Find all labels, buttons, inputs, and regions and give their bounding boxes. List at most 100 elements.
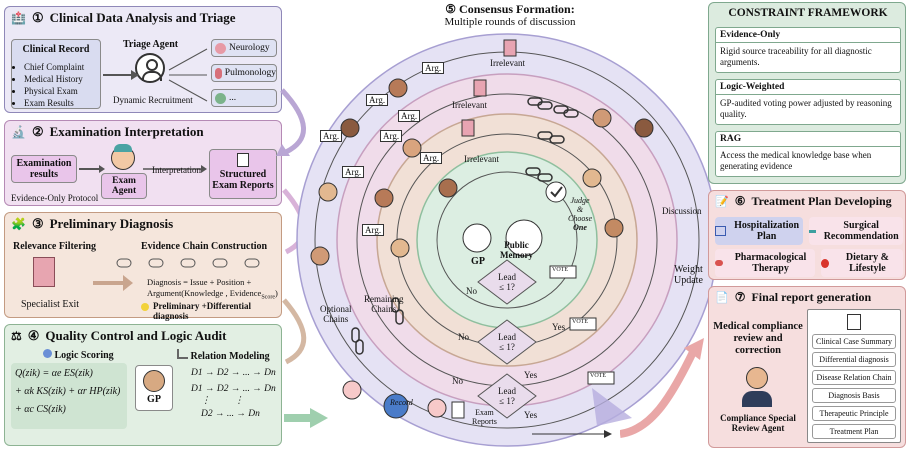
- puzzle-icon: 🧩: [11, 216, 26, 231]
- no-label-1: No: [466, 286, 477, 296]
- discussion-label: Discussion: [662, 206, 702, 216]
- apple-icon: [821, 258, 829, 268]
- preliminary-diagnosis-label: Preliminary +Differential diagnosis: [153, 301, 252, 321]
- center-to-report-arrow: [620, 338, 704, 438]
- chain-row: [116, 258, 260, 268]
- consensus-title: ⑤ Consensus Formation:: [445, 2, 575, 16]
- lungs-icon: [215, 67, 222, 79]
- record-label: Record: [390, 398, 413, 407]
- vote-label-2: VOTE: [572, 319, 588, 325]
- check-mark: [550, 186, 563, 198]
- surgical-recommendation: Surgical Recommendation: [809, 217, 903, 245]
- gp-center-label: GP: [471, 256, 485, 267]
- report-row: Clinical Case Summary: [812, 334, 896, 349]
- constraint-framework: CONSTRAINT FRAMEWORK Evidence-Only Rigid…: [708, 2, 906, 184]
- exam-reports-label: Exam Reports: [472, 408, 497, 426]
- hospitalization-plan: Hospitalization Plan: [715, 217, 803, 245]
- vote-label-3: VOTE: [590, 373, 606, 379]
- yes-label-3: Yes: [524, 410, 538, 420]
- vote-label-1: VOTE: [552, 267, 568, 273]
- panel-treatment-plan: 📝 ⑥ Treatment Plan Developing Hospitaliz…: [708, 190, 906, 280]
- chain-links: [351, 97, 579, 355]
- arg-label-6: Arg.: [380, 130, 403, 142]
- structured-reports-box: Structured Exam Reports: [209, 149, 277, 199]
- relevance-filtering-label: Relevance Filtering: [13, 241, 97, 252]
- exam-results-box: Examination results: [11, 155, 77, 183]
- decision-diamonds: [477, 259, 537, 419]
- dietary-lifestyle: Dietary & Lifestyle: [821, 249, 903, 277]
- report-row: Diagnosis Basis: [812, 388, 896, 403]
- decision-3-label: Lead≤ 1?: [498, 386, 516, 406]
- triage-agent-label: Triage Agent: [123, 39, 179, 50]
- lightbulb-icon: [141, 303, 149, 311]
- exam-agent-label: Exam Agent: [101, 173, 147, 199]
- dept-more: ...: [211, 89, 277, 107]
- clinical-record-title: Clinical Record: [22, 44, 90, 55]
- relation-modeling-label: Relation Modeling: [177, 349, 270, 362]
- arg-label-1: Arg.: [422, 62, 445, 74]
- report-row: Disease Relation Chain: [812, 370, 896, 385]
- decision-2-label: Lead≤ 1?: [498, 332, 516, 352]
- triage-agent-avatar: [135, 53, 165, 83]
- hospital-bed-icon: [715, 226, 727, 236]
- panel7-title: 📄 ⑦ Final report generation: [715, 290, 872, 304]
- panel3-title: 🧩 ③ Preliminary Diagnosis: [11, 216, 174, 231]
- microscope-icon: 🔬: [11, 124, 26, 139]
- irrelevant-label-2: Irrelevant: [452, 100, 487, 110]
- consensus-subtitle: Multiple rounds of discussion: [444, 16, 576, 28]
- arg-label-3: Arg.: [320, 130, 343, 142]
- evidence-chain-label: Evidence Chain Construction: [141, 241, 268, 252]
- panel-exam-interpretation: 🔬 ② Examination Interpretation Examinati…: [4, 120, 282, 206]
- logic-scoring-label: Logic Scoring: [43, 349, 114, 361]
- judge-choose-label: Judge & Choose One: [568, 196, 592, 232]
- bar-chart-icon: [177, 349, 188, 359]
- check-icon: [545, 181, 567, 203]
- yes-label-1: Yes: [552, 322, 566, 332]
- vote-boxes: [549, 265, 615, 385]
- exam-agent-avatar: [111, 144, 135, 170]
- decision-1-label: Lead≤ 1?: [498, 272, 516, 292]
- public-memory-icon: [505, 219, 543, 257]
- exit-arrow-head: [604, 430, 612, 438]
- irrelevant-label-3: Irrelevant: [464, 154, 499, 164]
- dept-neurology: Neurology: [211, 39, 277, 57]
- exit-door-icon: [33, 257, 55, 287]
- pharmacological-therapy: Pharmacological Therapy: [715, 249, 815, 277]
- report-row: Differential diagnosis: [812, 352, 896, 367]
- report-icon: 📄: [715, 292, 729, 304]
- report-row: Therapeutic Principle: [812, 406, 896, 421]
- report-doc-icon: [847, 314, 861, 330]
- interpretation-label: Interpretation: [152, 165, 201, 175]
- panel1-title: 🏥 ① Clinical Data Analysis and Triage: [11, 10, 236, 25]
- compliance-agent-label: Compliance Special Review Agent: [720, 413, 796, 433]
- triage-arrows: [103, 48, 208, 102]
- scalpel-icon: [809, 229, 817, 233]
- weight-update-label: Weight Update: [674, 264, 703, 286]
- record-icon: [383, 393, 409, 419]
- reject-icon: [342, 380, 362, 400]
- clinical-record-box: Clinical Record Chief Complaint Medical …: [11, 39, 101, 109]
- dynamic-recruitment-label: Dynamic Recruitment: [113, 95, 193, 105]
- relation-lines: D1 → D2 → ... → Dn D1 → D2 → ... → Dn ⋮ …: [191, 368, 276, 419]
- constraint-logic-weighted: Logic-Weighted GP-audited voting power a…: [715, 79, 901, 125]
- report-row: Treatment Plan: [812, 424, 896, 439]
- flow-circle-core: [436, 171, 578, 309]
- remaining-chains-label: Remaining Chains: [364, 294, 404, 314]
- gp-avatar: [143, 370, 165, 392]
- constraint-rag: RAG Access the medical knowledge base wh…: [715, 131, 901, 177]
- reject-icon-2: [427, 398, 447, 418]
- diagnosis-formula: Diagnosis = Issue + Position + Argument(…: [147, 277, 278, 301]
- scale-icon: ⚖: [11, 328, 22, 343]
- arg-label-8: Arg.: [362, 224, 385, 236]
- public-memory-label: Public Memory: [500, 240, 533, 260]
- panel6-title: 📝 ⑥ Treatment Plan Developing: [715, 194, 892, 208]
- panel-final-report: 📄 ⑦ Final report generation Medical comp…: [708, 286, 906, 448]
- score-equations: Q(zik) = αe ES(zik) + αk KS(zik) + αr HP…: [11, 363, 127, 429]
- compliance-review-label: Medical compliance review and correction: [713, 321, 803, 356]
- yes-label-2: Yes: [524, 370, 538, 380]
- arg-label-7: Arg.: [420, 152, 443, 164]
- optional-chains-label: Optional Chains: [320, 304, 352, 324]
- no-label-2: No: [458, 332, 469, 342]
- exam-report-icon: [451, 401, 465, 419]
- hospital-icon: 🏥: [11, 10, 26, 25]
